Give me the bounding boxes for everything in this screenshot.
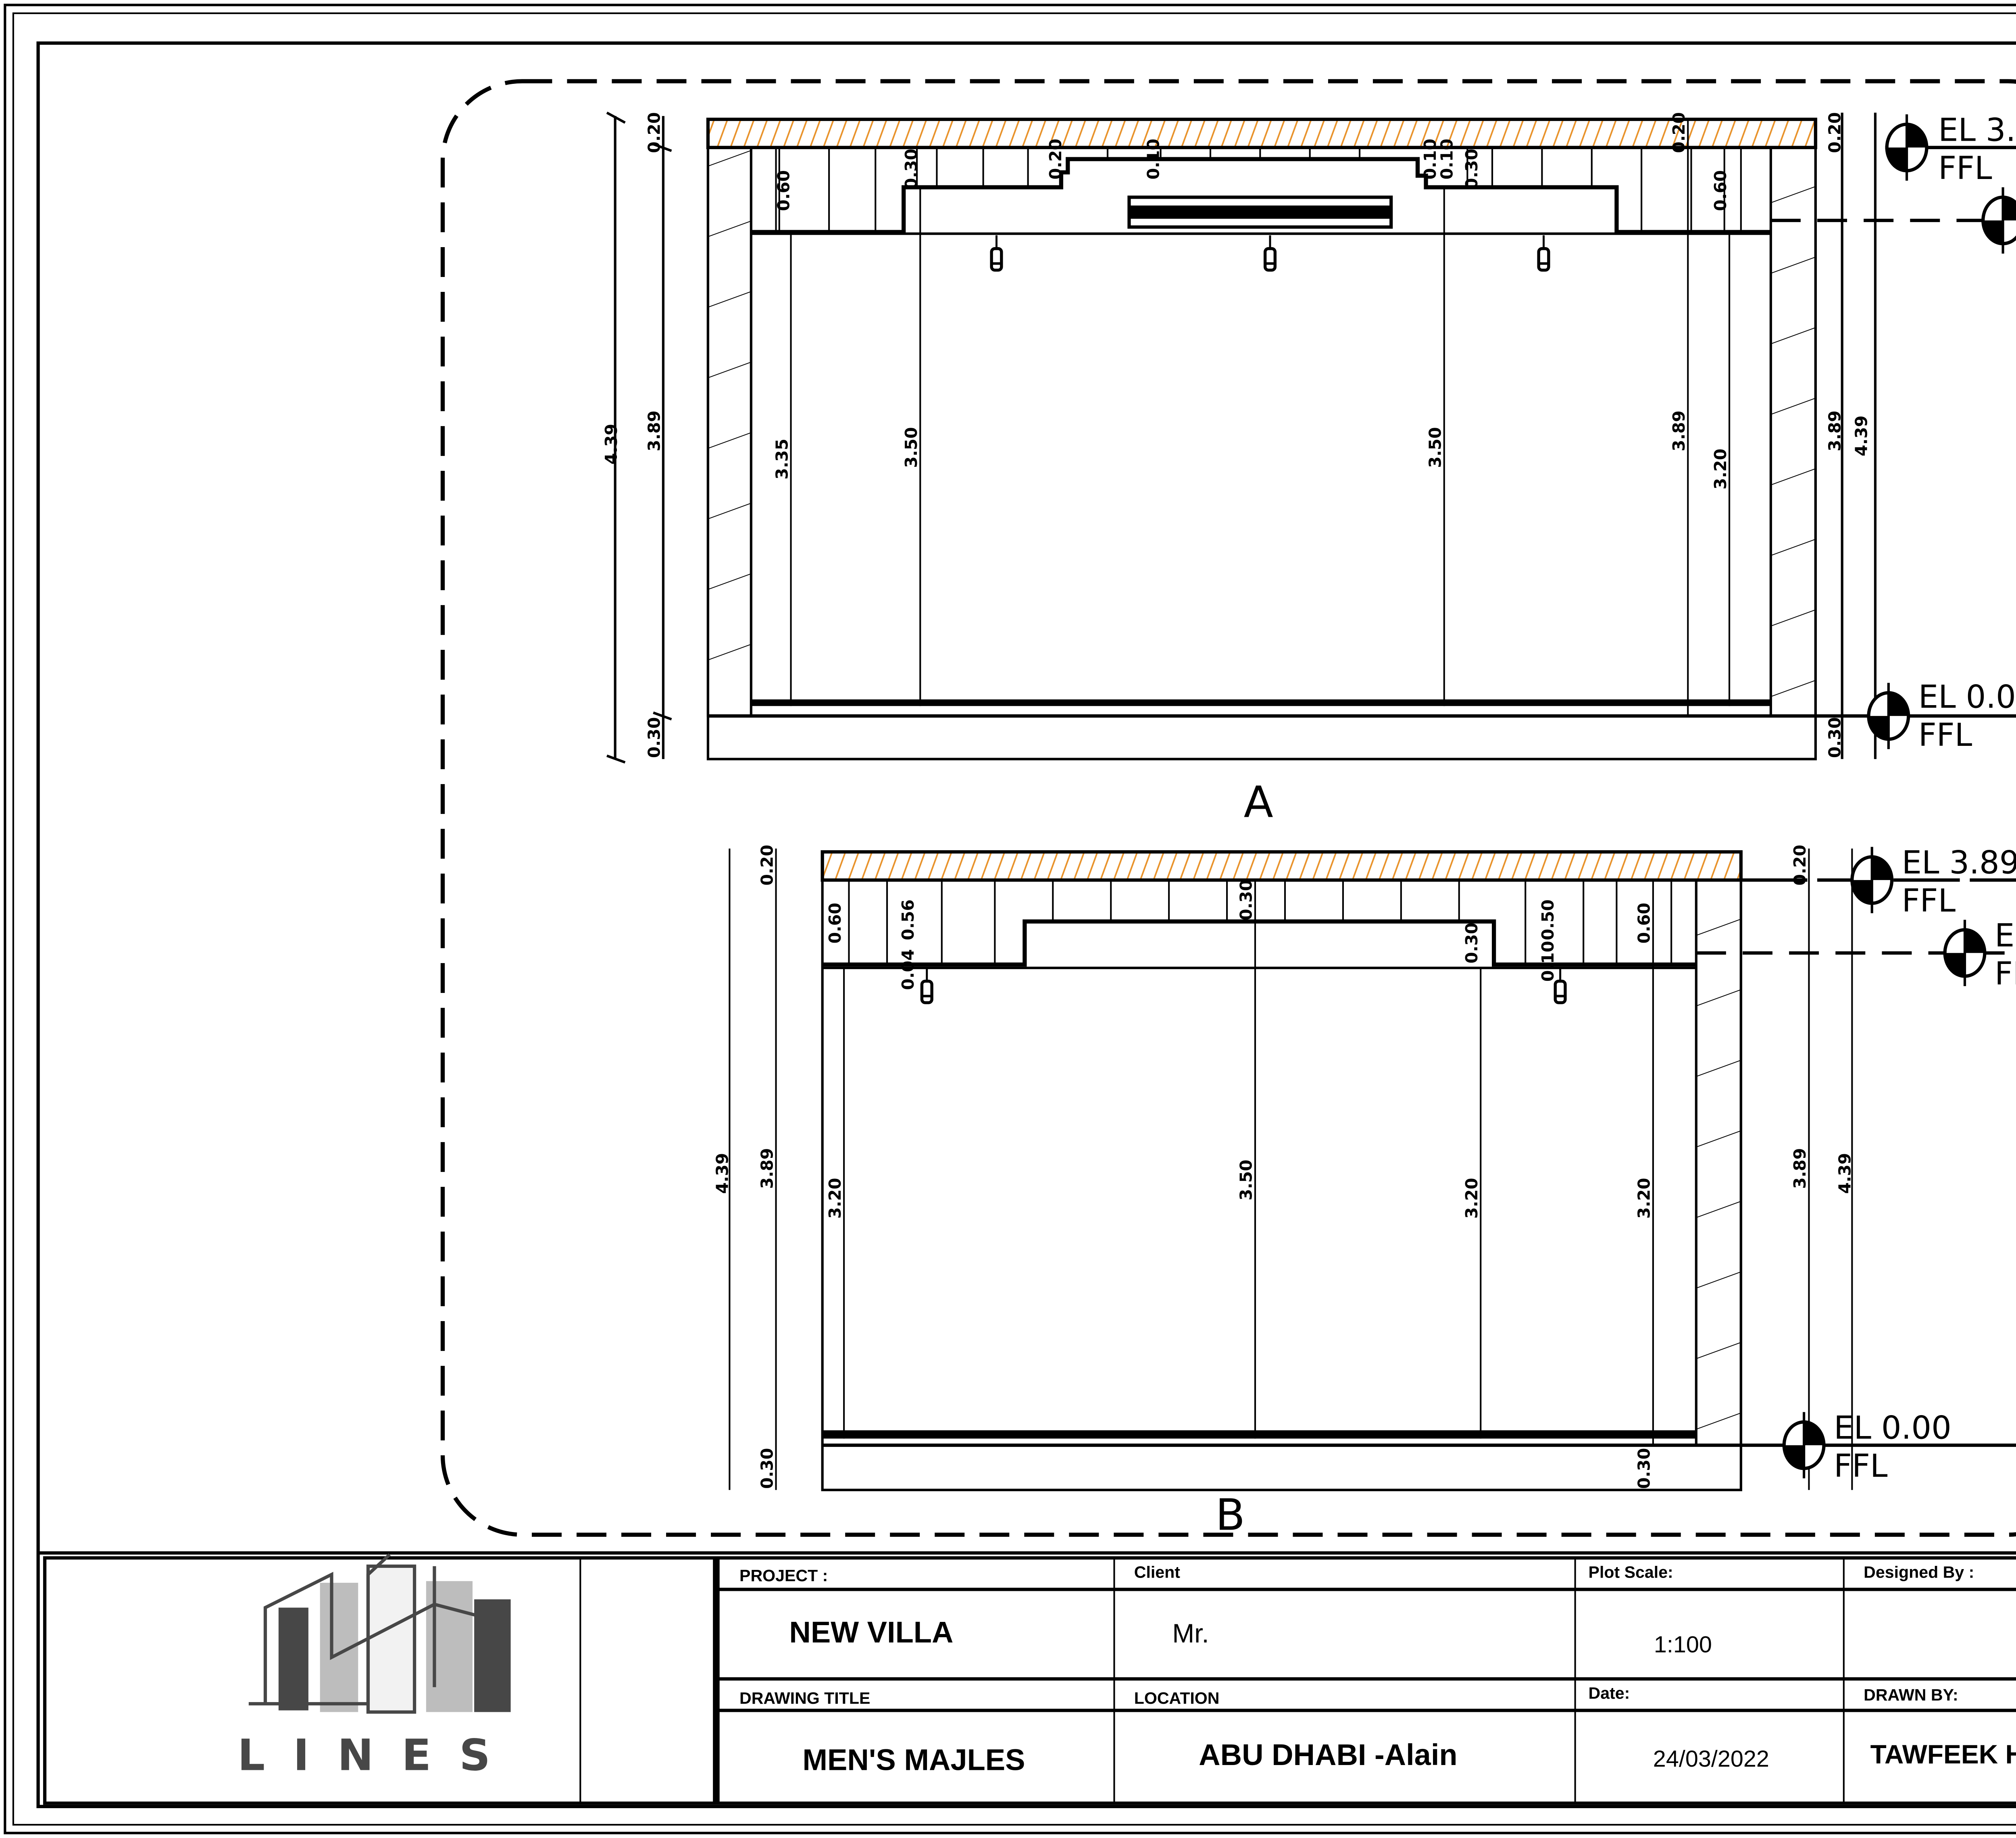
- dim-text: 0.30: [1237, 880, 1256, 920]
- project-value: NEW VILLA: [789, 1615, 953, 1649]
- level-ref-text: FFL: [1834, 1448, 1888, 1484]
- project-label: PROJECT :: [739, 1566, 828, 1585]
- level-marker-icon: [1945, 920, 1985, 986]
- dim-text: 0.10: [1143, 139, 1163, 179]
- dim-text: 0.60: [825, 903, 845, 943]
- logo-text: LINES: [237, 1730, 519, 1780]
- drawn-by-value: TAWFEEK HUSSIEN TAWFEEK: [1870, 1739, 2016, 1769]
- dim-text: 3.50: [1426, 427, 1445, 468]
- dim-text: 3.50: [1237, 1159, 1256, 1200]
- level-el-text: EL 3.20: [1995, 917, 2016, 954]
- client-value: Mr.: [1172, 1618, 1209, 1648]
- date-value: 24/03/2022: [1653, 1746, 1769, 1772]
- dim-text: 0.60: [1711, 170, 1730, 211]
- title-block: LINES PROJECT : NEW VILLA Client Mr. Plo…: [38, 1551, 2016, 1805]
- dim-text: 0.30: [1825, 717, 1845, 758]
- dim-text: 0.10: [1420, 139, 1440, 179]
- pendant-light-icon: [991, 235, 1002, 270]
- location-label: LOCATION: [1134, 1689, 1220, 1707]
- sheet-border: [4, 4, 2016, 1834]
- section-a: 4.39 3.89 0.20 0.30 0.60 0.30 0.20 0.10 …: [602, 111, 2016, 828]
- dim-text: 4.39: [712, 1153, 732, 1194]
- level-marker-icon: [1983, 187, 2016, 254]
- dim-text: 3.50: [902, 427, 921, 468]
- dim-text: 3.20: [1635, 1178, 1654, 1218]
- level-el-text: EL 3.89: [1938, 112, 2016, 148]
- dim-text: 3.35: [772, 439, 791, 479]
- dim-text: 0.20: [645, 112, 664, 153]
- dim-text: 3.89: [1790, 1148, 1810, 1189]
- level-marker-icon: [1887, 114, 1927, 181]
- lines-logo-icon: [248, 1553, 511, 1714]
- dim-text: 0.20: [1825, 112, 1845, 153]
- dim-text: 0.30: [1462, 149, 1481, 189]
- section-label: A: [1244, 778, 1273, 828]
- level-ref-text: FFL: [1902, 883, 1956, 919]
- pendant-light-icon: [1265, 235, 1275, 270]
- date-label: Date:: [1589, 1684, 1630, 1703]
- location-value: ABU DHABI -Alain: [1199, 1738, 1457, 1771]
- client-label: Client: [1134, 1563, 1181, 1582]
- dim-text: 0.30: [1635, 1448, 1654, 1489]
- drawing-title-label: DRAWING TITLE: [739, 1689, 870, 1707]
- dim-text: 3.20: [1711, 449, 1730, 489]
- plot-scale-value: 1:100: [1654, 1632, 1712, 1658]
- drawn-by-label: DRAWN BY:: [1864, 1686, 1958, 1704]
- plot-scale-label: Plot Scale:: [1589, 1563, 1673, 1582]
- pendant-light-icon: [1539, 235, 1549, 270]
- section-enclosure: [440, 79, 2016, 1537]
- designed-by-label: Designed By :: [1864, 1563, 1974, 1582]
- dim-text: 3.89: [645, 410, 664, 451]
- dim-text: 0.30: [902, 149, 921, 189]
- section-b: 4.39 3.89 0.20 0.30 0.60 0.56 0.04 0.30 …: [712, 844, 2016, 1540]
- dim-text: 4.39: [1851, 415, 1871, 456]
- dim-text: 0.04: [898, 949, 918, 990]
- dim-text: 3.89: [1825, 410, 1845, 451]
- dim-text: 0.56: [898, 899, 918, 940]
- dim-text: 0.60: [774, 170, 793, 211]
- dim-text: 0.30: [757, 1448, 777, 1489]
- dim-text: 3.20: [825, 1178, 845, 1218]
- dim-text: 0.10: [1538, 941, 1558, 982]
- dim-text: 0.10: [1437, 139, 1456, 179]
- level-marker-icon: [1852, 847, 1892, 913]
- dim-text: 0.20: [1046, 139, 1065, 179]
- dim-text: 4.39: [1835, 1153, 1854, 1194]
- dim-text: 4.39: [602, 424, 621, 464]
- level-ref-text: FFL: [1995, 955, 2016, 992]
- dim-text: 0.50: [1538, 899, 1558, 940]
- dim-text: 3.89: [1669, 410, 1689, 451]
- dim-text: 0.20: [757, 845, 777, 885]
- section-label: B: [1216, 1490, 1245, 1540]
- level-el-text: EL 0.00: [1918, 679, 2016, 715]
- dim-text: 0.30: [1462, 922, 1481, 963]
- pendant-light-icon: [922, 968, 932, 1003]
- level-ref-text: FFL: [1918, 717, 1972, 754]
- dim-text: 0.60: [1635, 903, 1654, 943]
- dim-text: 0.20: [1669, 112, 1689, 153]
- dim-text: 3.89: [757, 1148, 777, 1189]
- dim-text: 3.20: [1462, 1178, 1481, 1218]
- level-ref-text: FFL: [1938, 150, 1992, 187]
- drawing-title-value: MEN'S MAJLES: [802, 1743, 1025, 1776]
- level-el-text: EL 3.89: [1902, 844, 2016, 881]
- level-el-text: EL 0.00: [1834, 1409, 1951, 1446]
- dim-text: 0.30: [645, 717, 664, 758]
- level-marker-icon: [1784, 1412, 1824, 1478]
